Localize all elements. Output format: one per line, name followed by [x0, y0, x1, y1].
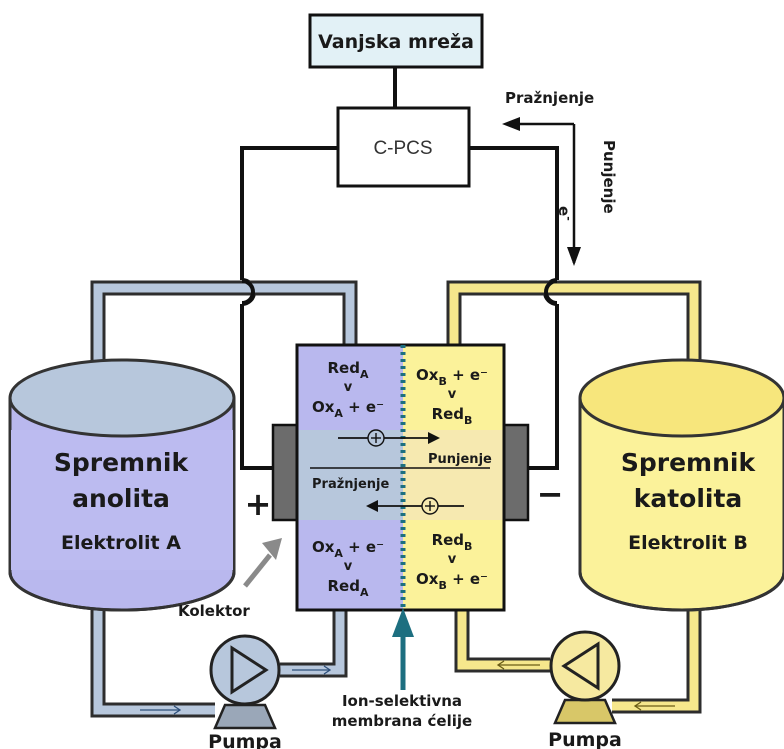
anolyte-tank-title-2: anolita [72, 484, 170, 513]
wire-crossovers [241, 279, 558, 305]
plus-sign: + [245, 485, 272, 523]
left-pump: Pumpa [208, 634, 282, 749]
anolyte-tank-title-1: Spremnik [54, 448, 190, 477]
cpcs-label: C-PCS [373, 138, 432, 159]
current-direction: Pražnjenje Punjenje e- [502, 89, 618, 266]
pump-right-icon [561, 641, 600, 691]
membrane-pointer: Ion-selektivna membrana ćelije [332, 608, 472, 730]
anolyte-electrolyte-label: Elektrolit A [61, 532, 181, 554]
collector-pointer: Kolektor [178, 538, 282, 620]
external-grid-box: Vanjska mreža [308, 13, 484, 69]
pump-left-label: Pumpa [208, 731, 282, 749]
catholyte-tank-title-2: katolita [634, 484, 743, 513]
membrane-label-2: membrana ćelije [332, 712, 472, 730]
charge-ion-arrow-head [428, 432, 440, 444]
right-electrode [502, 423, 530, 522]
flow-arrows-yellow [496, 660, 675, 711]
right-top-equilibrium: v [448, 387, 457, 402]
cell-discharge-label: Pražnjenje [312, 477, 390, 492]
external-grid-label: Vanjska mreža [318, 31, 474, 53]
catholyte-electrolyte-label: Elektrolit B [628, 532, 748, 554]
pump-left-icon [230, 645, 269, 695]
left-top-equilibrium: v [344, 380, 353, 395]
electron-label: e- [555, 206, 575, 221]
discharge-ion-arrow-head [366, 500, 378, 512]
right-pump: Pumpa [548, 630, 622, 749]
anolyte-tank: Spremnik anolita Elektrolit A [8, 358, 236, 612]
left-bottom-equilibrium: v [344, 559, 353, 574]
right-top-species-1: OxB + e⁻ [416, 366, 488, 388]
left-bottom-species-1: OxA + e⁻ [312, 538, 384, 560]
charge-vertical-label: Punjenje [600, 140, 618, 214]
membrane-label-1: Ion-selektivna [342, 692, 462, 710]
cell-charge-label: Punjenje [428, 452, 492, 467]
discharge-arrow-head [502, 117, 520, 131]
discharge-top-label: Pražnjenje [505, 89, 594, 107]
collector-label: Kolektor [178, 602, 250, 620]
charge-arrow-head [567, 247, 581, 266]
cell: RedA v OxA + e⁻ OxB + e⁻ v RedB Punjenje… [295, 343, 506, 612]
left-electrode [271, 423, 299, 522]
catholyte-tank: Spremnik katolita Elektrolit B [578, 358, 784, 612]
right-bottom-species-2: OxB + e⁻ [416, 570, 488, 592]
left-top-species-2: OxA + e⁻ [312, 398, 384, 420]
flow-arrows [140, 665, 332, 715]
right-top-species-2: RedB [432, 405, 473, 427]
left-top-species-1: RedA [328, 359, 369, 381]
right-bottom-equilibrium: v [448, 552, 457, 567]
left-bottom-species-2: RedA [328, 577, 369, 599]
minus-sign: − [537, 475, 564, 513]
catholyte-tank-title-1: Spremnik [621, 448, 757, 477]
right-bottom-species-1: RedB [432, 531, 473, 553]
cpcs-box: C-PCS [336, 106, 471, 188]
pump-right-label: Pumpa [548, 729, 622, 749]
